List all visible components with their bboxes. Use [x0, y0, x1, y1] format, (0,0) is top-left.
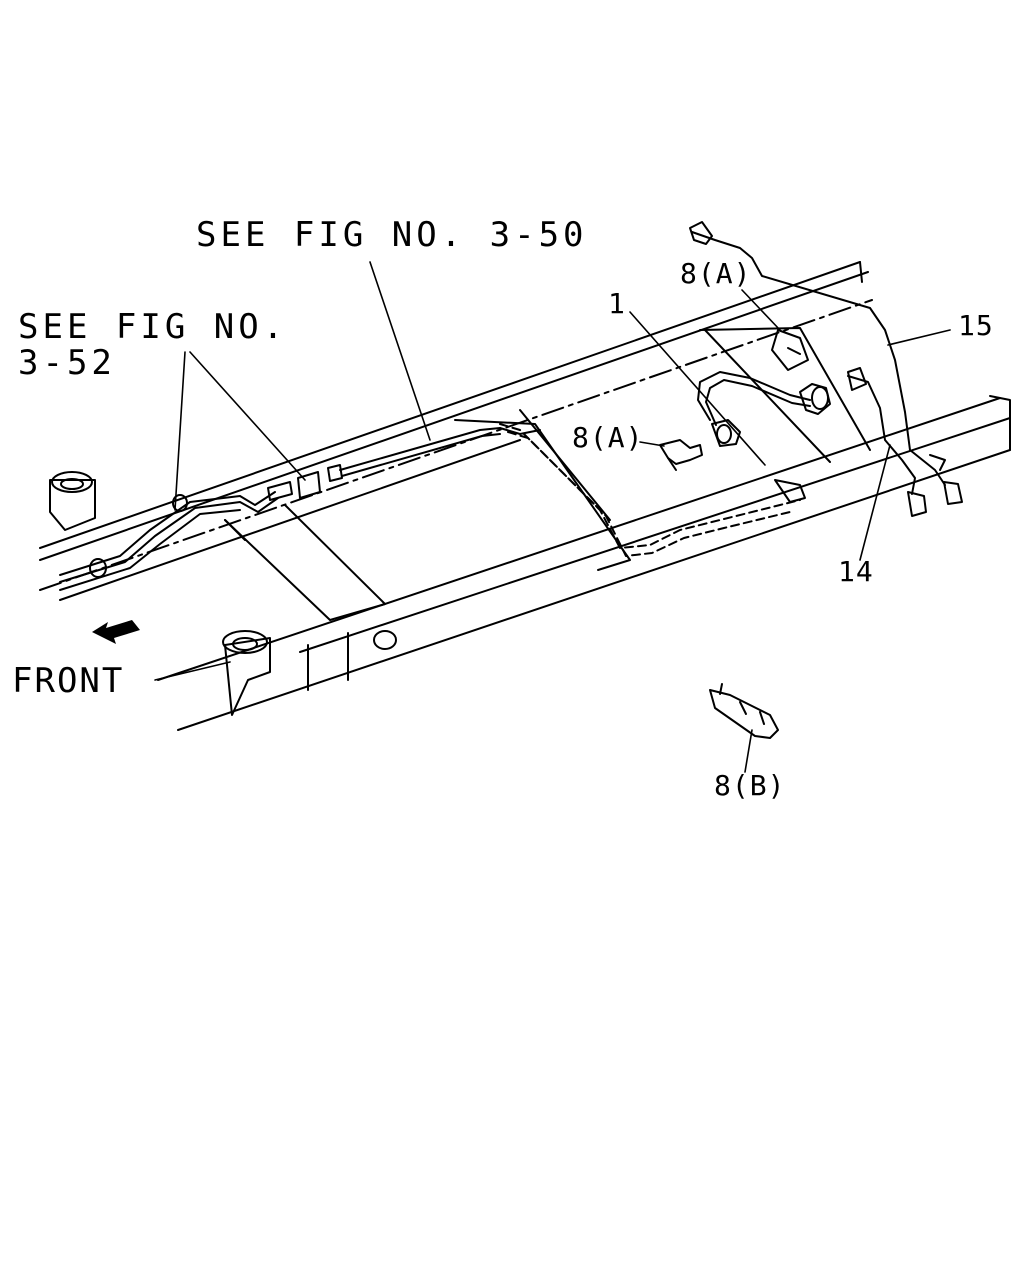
leader-3-52-a [174, 351, 186, 511]
left-frame-rail [39, 261, 873, 601]
union-fitting [327, 464, 343, 482]
front-direction-label: FRONT [12, 661, 125, 701]
callout-part-14: 14 [838, 555, 874, 588]
leader-3-52-b [189, 351, 306, 481]
leader-8b [744, 729, 753, 773]
front-right-bracket [222, 630, 271, 716]
callout-part-1: 1 [608, 287, 626, 320]
front-left-bracket [49, 471, 96, 531]
see-fig-3-52-line1: SEE FIG NO. [18, 307, 288, 347]
union-fitting [267, 481, 293, 501]
frame-hole [373, 630, 397, 650]
hidden-brake-line [499, 423, 801, 557]
clip-8b [709, 683, 779, 739]
see-fig-3-52-line2: 3-52 [18, 343, 116, 383]
rear-clip [774, 479, 806, 503]
leader-front [154, 661, 231, 681]
union-fitting [297, 471, 321, 499]
front-arrow-icon [92, 620, 140, 644]
callout-part-8b: 8(B) [714, 769, 786, 802]
callout-part-8a-top: 8(A) [680, 257, 752, 290]
flex-hose [697, 371, 831, 447]
leader-15 [887, 329, 951, 346]
clip-8a-mid [659, 439, 703, 471]
brake-line-main [339, 427, 541, 477]
see-fig-3-50-label: SEE FIG NO. 3-50 [196, 215, 588, 255]
brake-line-front [59, 464, 343, 591]
see-fig-3-52-label: SEE FIG NO. 3-52 [18, 310, 287, 380]
leader-3-50 [369, 261, 431, 441]
leader-lines [154, 261, 951, 773]
leader-14 [859, 444, 891, 561]
leader-8a-mid [639, 441, 665, 447]
leader-8a-top [741, 289, 781, 331]
callout-part-8a-mid: 8(A) [572, 421, 644, 454]
leader-1 [629, 311, 766, 466]
callout-part-15: 15 [958, 309, 994, 342]
right-frame-rail [157, 261, 1011, 731]
clip-8a-top [771, 329, 809, 371]
rear-brake-pipe [689, 221, 963, 517]
